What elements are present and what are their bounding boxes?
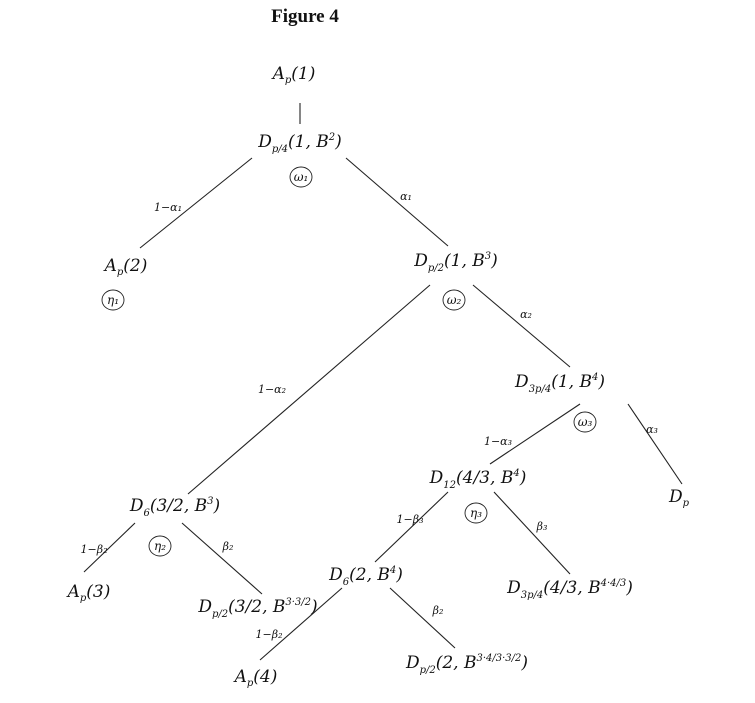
edge-n10-n12	[259, 587, 343, 661]
node-n4: D3p/4(1, B4)	[514, 372, 605, 395]
edge-label-n1-n2: 1−α₁	[154, 201, 182, 214]
svg-text:η₂: η₂	[154, 539, 166, 553]
edge-n6-n10	[374, 491, 449, 563]
edge-n7-n8	[83, 522, 136, 573]
edge-label-n4-n5: α₃	[646, 423, 658, 436]
edge-label-n7-n8: 1−β₂	[81, 543, 108, 556]
svg-text:ω₁: ω₁	[294, 170, 309, 184]
edge-label-n3-n7: 1−α₂	[258, 383, 286, 396]
node-n1: Dp/4(1, B2)	[257, 132, 342, 155]
edge-n7-n9	[181, 522, 263, 595]
edge-label-n6-n10: 1−β₃	[397, 513, 424, 526]
node-n10: D6(2, B4)	[328, 565, 403, 588]
edge-label-n6-n11: β₃	[536, 520, 548, 533]
marker-omega1: ω₁	[289, 166, 313, 188]
node-n6: D12(4/3, B4)	[429, 468, 527, 491]
edge-n1-n2	[139, 157, 253, 249]
node-n5: Dp	[668, 487, 690, 509]
edge-n3-n7	[187, 284, 431, 495]
node-n2: Ap(2)	[103, 256, 148, 278]
node-n13: Dp/2(2, B3·4/3·3/2)	[405, 653, 528, 676]
edge-label-n7-n9: β₂	[222, 540, 234, 553]
svg-text:η₃: η₃	[470, 506, 482, 520]
marker-omega3: ω₃	[573, 411, 597, 433]
edge-n1-n3	[345, 157, 449, 247]
figure-title: Figure 4	[271, 6, 339, 27]
svg-text:ω₃: ω₃	[578, 415, 593, 429]
marker-eta1: η₁	[101, 289, 125, 311]
edge-n3-n4	[472, 284, 571, 368]
marker-omega2: ω₂	[442, 289, 466, 311]
edge-n4-n6	[489, 403, 581, 465]
marker-eta3: η₃	[464, 502, 488, 524]
node-n7: D6(3/2, B3)	[129, 496, 220, 519]
node-n11: D3p/4(4/3, B4·4/3)	[506, 578, 633, 601]
node-n8: Ap(3)	[66, 582, 111, 604]
svg-text:η₁: η₁	[107, 293, 119, 307]
node-n9: Dp/2(3/2, B3·3/2)	[197, 597, 317, 620]
node-n3: Dp/2(1, B3)	[413, 251, 498, 274]
edge-label-n1-n3: α₁	[400, 190, 412, 203]
edge-label-n4-n6: 1−α₃	[484, 435, 512, 448]
node-n12: Ap(4)	[233, 667, 278, 689]
edge-n10-n13	[389, 587, 456, 649]
edge-label-n10-n13: β₂	[432, 604, 444, 617]
edge-n6-n11	[493, 491, 571, 575]
edge-n4-n5	[627, 403, 683, 485]
svg-text:ω₂: ω₂	[447, 293, 462, 307]
node-root: Ap(1)	[271, 64, 316, 86]
edge-label-n3-n4: α₂	[520, 308, 532, 321]
edge-label-n10-n12: 1−β₂	[256, 628, 283, 641]
marker-eta2: η₂	[148, 535, 172, 557]
